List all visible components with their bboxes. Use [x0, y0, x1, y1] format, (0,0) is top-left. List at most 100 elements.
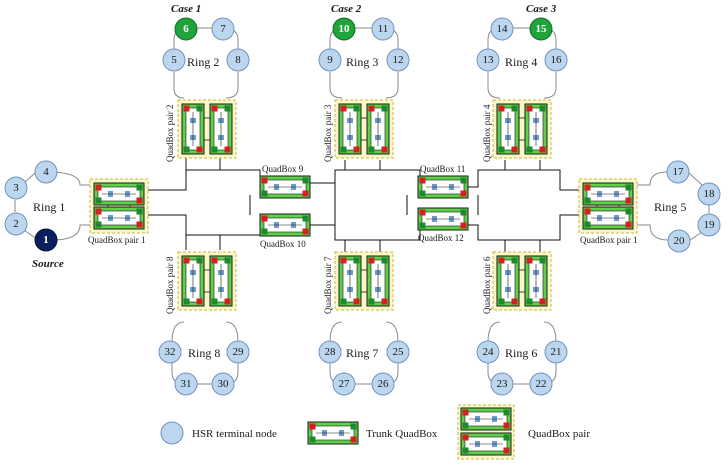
terminal-node-12[interactable]: 12 [386, 48, 410, 72]
legend-terminal-node-swatch [160, 421, 184, 445]
terminal-node-16[interactable]: 16 [544, 48, 568, 72]
terminal-node-6[interactable]: 6 [174, 17, 198, 41]
terminal-node-19[interactable]: 19 [697, 213, 721, 237]
ring-5-nodes: 17 18 19 20 [666, 160, 721, 253]
svg-text:20: 20 [674, 235, 686, 247]
terminal-node-18[interactable]: 18 [697, 182, 721, 206]
legend-trunk-quadbox: Trunk QuadBox [307, 421, 438, 445]
terminal-node-24[interactable]: 24 [476, 340, 500, 364]
ring-2-label: Ring 2 [187, 55, 219, 69]
terminal-node-14[interactable]: 14 [490, 17, 514, 41]
source-label: Source [32, 258, 64, 270]
terminal-node-1[interactable]: 1 [34, 228, 58, 252]
ring-6-nodes: 21 22 23 24 [476, 340, 568, 396]
svg-text:1: 1 [43, 234, 49, 246]
svg-text:31: 31 [181, 378, 192, 390]
terminal-node-22[interactable]: 22 [529, 372, 553, 396]
svg-text:22: 22 [536, 378, 547, 390]
svg-text:25: 25 [393, 346, 405, 358]
ring-3-nodes: 9 10 11 12 [318, 17, 410, 72]
ring-5-label: Ring 5 [654, 200, 686, 214]
ring-8-label: Ring 8 [188, 346, 220, 360]
terminal-node-10[interactable]: 10 [332, 17, 356, 41]
trunk-quadbox-11 [417, 175, 469, 199]
ring-7-nodes: 25 26 27 28 [318, 340, 410, 396]
svg-text:14: 14 [497, 23, 509, 35]
quadbox-pair-8-label: QuadBox pair 8 [165, 256, 175, 314]
case-2-label: Case 2 [331, 3, 362, 15]
terminal-node-9[interactable]: 9 [318, 48, 342, 72]
terminal-node-2[interactable]: 2 [4, 212, 28, 236]
quadbox-pair-7-label: QuadBox pair 7 [323, 256, 333, 314]
terminal-node-27[interactable]: 27 [332, 372, 356, 396]
terminal-node-26[interactable]: 26 [371, 372, 395, 396]
terminal-node-15[interactable]: 15 [529, 17, 553, 41]
svg-text:28: 28 [325, 346, 337, 358]
quadbox-pair-1-left-label: QuadBox pair 1 [88, 235, 146, 245]
quadbox-pair-1-right-label: QuadBox pair 1 [580, 235, 638, 245]
svg-text:12: 12 [393, 54, 404, 66]
terminal-node-4[interactable]: 4 [34, 160, 58, 184]
quadbox-9-label: QuadBox 9 [262, 164, 304, 174]
legend-trunk-quadbox-label: Trunk QuadBox [366, 428, 438, 440]
svg-text:11: 11 [378, 23, 389, 35]
case-1-label: Case 1 [171, 3, 201, 15]
trunk-quadbox-9 [259, 175, 311, 199]
terminal-node-3[interactable]: 3 [4, 176, 28, 200]
trunk-links [148, 158, 580, 252]
ring-2-nodes: 5 6 7 8 [162, 17, 250, 72]
svg-text:8: 8 [235, 54, 241, 66]
terminal-node-25[interactable]: 25 [386, 340, 410, 364]
terminal-node-5[interactable]: 5 [162, 48, 186, 72]
ring-1-label: Ring 1 [33, 200, 65, 214]
terminal-node-13[interactable]: 13 [476, 48, 500, 72]
trunk-quadbox-10 [259, 213, 311, 237]
terminal-node-8[interactable]: 8 [226, 48, 250, 72]
legend-trunk-quadbox-swatch [307, 421, 359, 445]
terminal-node-17[interactable]: 17 [666, 160, 690, 184]
svg-text:16: 16 [551, 54, 563, 66]
terminal-node-28[interactable]: 28 [318, 340, 342, 364]
quadbox-pair-2 [178, 100, 236, 158]
case-3-label: Case 3 [526, 3, 557, 15]
ring-3-label: Ring 3 [346, 55, 378, 69]
quadbox-pair-4-label: QuadBox pair 4 [482, 104, 492, 162]
ring-4-nodes: 13 14 15 16 [476, 17, 568, 72]
svg-text:18: 18 [704, 188, 716, 200]
quadbox-12-label: QuadBox 12 [418, 233, 464, 243]
svg-text:3: 3 [13, 182, 19, 194]
svg-text:17: 17 [673, 166, 685, 178]
legend-quadbox-pair: QuadBox pair [457, 404, 590, 460]
terminal-node-30[interactable]: 30 [211, 372, 235, 396]
svg-text:6: 6 [183, 23, 189, 35]
svg-text:19: 19 [704, 219, 716, 231]
quadbox-pair-1-left [90, 179, 148, 233]
svg-text:15: 15 [536, 23, 548, 35]
legend-terminal-node: HSR terminal node [160, 421, 277, 445]
quadbox-pair-4 [493, 100, 551, 158]
terminal-node-29[interactable]: 29 [226, 340, 250, 364]
svg-text:4: 4 [43, 166, 49, 178]
svg-text:24: 24 [483, 346, 495, 358]
quadbox-11-label: QuadBox 11 [420, 164, 465, 174]
legend-quadbox-pair-label: QuadBox pair [528, 428, 590, 440]
ring-6-label: Ring 6 [505, 346, 537, 360]
terminal-node-32[interactable]: 32 [158, 340, 182, 364]
terminal-node-7[interactable]: 7 [211, 17, 235, 41]
legend-terminal-node-label: HSR terminal node [192, 428, 277, 440]
terminal-node-21[interactable]: 21 [544, 340, 568, 364]
quadbox-pair-6-label: QuadBox pair 6 [482, 256, 492, 314]
terminal-node-11[interactable]: 11 [371, 17, 395, 41]
svg-text:2: 2 [13, 218, 19, 230]
terminal-node-20[interactable]: 20 [667, 229, 691, 253]
quadbox-pair-2-label: QuadBox pair 2 [165, 105, 175, 163]
quadbox-pair-6 [493, 252, 551, 310]
svg-text:29: 29 [233, 346, 245, 358]
ring-8-nodes: 29 30 31 32 [158, 340, 250, 396]
svg-text:27: 27 [339, 378, 351, 390]
quadbox-10-label: QuadBox 10 [260, 239, 306, 249]
svg-text:7: 7 [220, 23, 226, 35]
quadbox-pair-8 [178, 252, 236, 310]
terminal-node-31[interactable]: 31 [174, 372, 198, 396]
terminal-node-23[interactable]: 23 [490, 372, 514, 396]
